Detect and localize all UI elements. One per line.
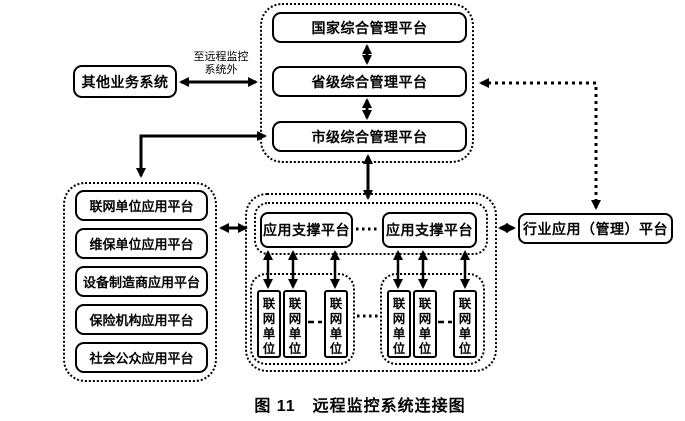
networked-unit-box: 联网单位 bbox=[413, 290, 437, 358]
networked-unit-box: 联网单位 bbox=[257, 290, 281, 358]
national-platform-box: 国家综合管理平台 bbox=[272, 12, 467, 43]
networked-units-right-container bbox=[380, 273, 485, 365]
networked-unit-box: 联网单位 bbox=[453, 290, 477, 358]
figure-caption: 图 11 远程监控系统连接图 bbox=[254, 398, 466, 415]
networked-unit-box: 联网单位 bbox=[283, 290, 307, 358]
arrow-municipal-left-group bbox=[136, 131, 267, 178]
other-business-systems-box: 其他业务系统 bbox=[73, 65, 177, 98]
support-platforms-container bbox=[254, 202, 488, 255]
external-link-label-line1: 至远程监控 bbox=[193, 51, 249, 63]
external-link-label-line2: 系统外 bbox=[204, 63, 238, 76]
industry-application-platform-box: 行业应用（管理）平台 bbox=[518, 213, 673, 244]
maintenance-unit-app-platform-box: 维保单位应用平台 bbox=[75, 228, 208, 259]
networked-unit-app-platform-box: 联网单位应用平台 bbox=[75, 190, 208, 221]
support-platform-right-box: 应用支撑平台 bbox=[382, 212, 477, 248]
networked-units-left-container bbox=[250, 273, 355, 365]
insurance-agency-app-platform-box: 保险机构应用平台 bbox=[75, 304, 208, 335]
networked-unit-box: 联网单位 bbox=[324, 290, 348, 358]
provincial-platform-box: 省级综合管理平台 bbox=[272, 66, 467, 97]
public-app-platform-box: 社会公众应用平台 bbox=[75, 342, 208, 373]
municipal-platform-box: 市级综合管理平台 bbox=[272, 121, 467, 152]
networked-unit-box: 联网单位 bbox=[387, 290, 411, 358]
external-link-label: 至远程监控 系统外 bbox=[185, 51, 257, 76]
support-platform-left-box: 应用支撑平台 bbox=[260, 212, 353, 248]
dotted-arrow-industry-provincial bbox=[479, 78, 601, 210]
application-platforms-container bbox=[63, 182, 217, 382]
equipment-manufacturer-app-platform-box: 设备制造商应用平台 bbox=[75, 266, 208, 297]
